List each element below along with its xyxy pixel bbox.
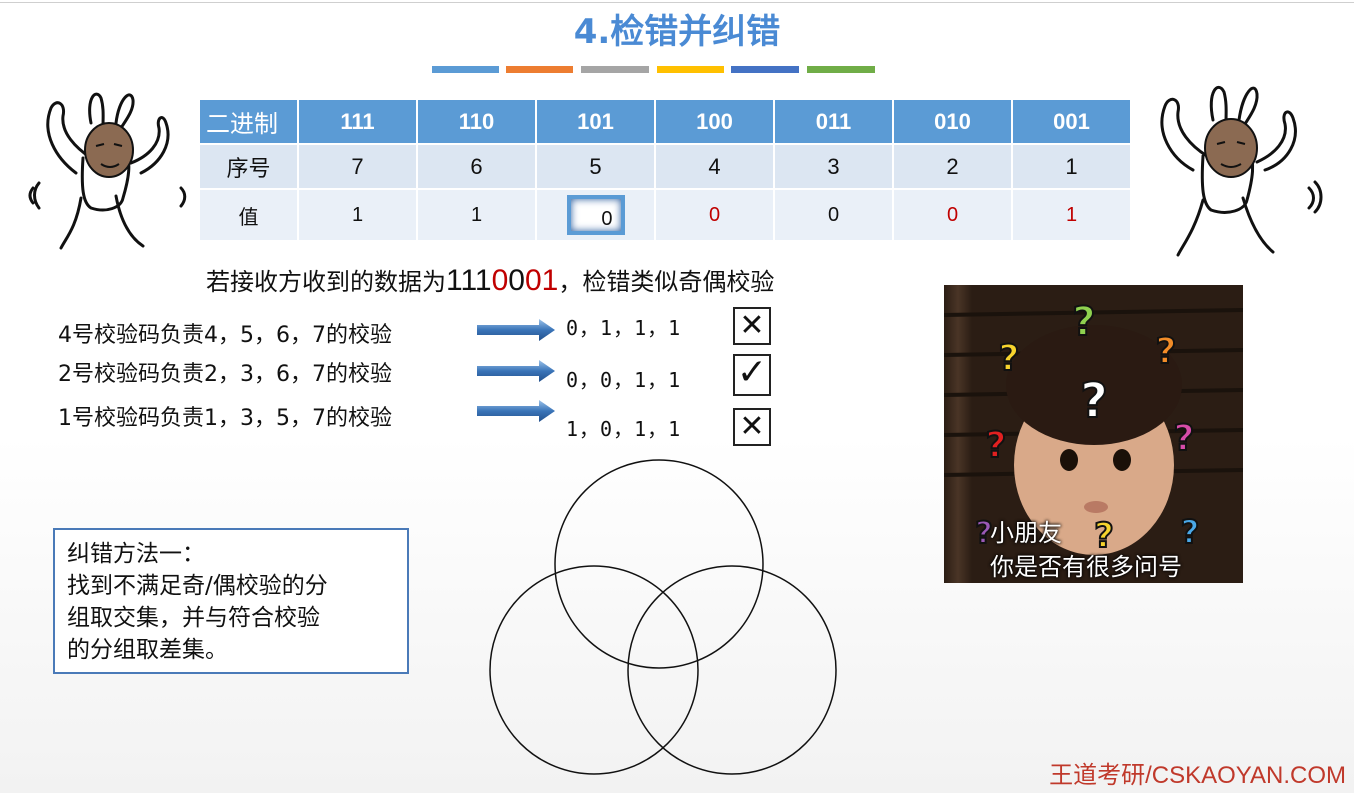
venn-circle-top — [554, 459, 764, 669]
color-bar-2 — [506, 66, 573, 73]
footer-credit: 王道考研/CSKAOYAN.COM — [1049, 762, 1346, 789]
color-bar-1 — [432, 66, 499, 73]
top-border — [0, 2, 1354, 3]
svg-text:?: ? — [1181, 513, 1200, 551]
binary-cell: 010 — [894, 100, 1011, 143]
received-bits-black-2: 0 — [508, 264, 525, 297]
binary-cell: 101 — [537, 100, 654, 143]
photo-caption-line-2: 你是否有很多问号 — [990, 553, 1182, 581]
check-icon: ✓ — [733, 354, 771, 396]
method-line-1: 纠错方法一： — [67, 541, 205, 567]
index-cell: 7 — [299, 145, 416, 188]
venn-diagram — [489, 459, 837, 775]
received-prefix: 若接收方收到的数据为 — [206, 268, 446, 296]
value-cell: 0 — [775, 190, 892, 240]
received-data-line: 若接收方收到的数据为1110001，检错类似奇偶校验 — [206, 262, 774, 298]
correction-method-box: 纠错方法一： 找到不满足奇/偶校验的分 组取交集，并与符合校验 的分组取差集。 — [53, 528, 409, 674]
value-cell: 1 — [299, 190, 416, 240]
check-label-2: 2号校验码负责2，3，6，7的校验 — [58, 362, 392, 387]
binary-cell: 100 — [656, 100, 773, 143]
color-bar-4 — [657, 66, 724, 73]
photo-caption-line-1: 小朋友 — [990, 519, 1062, 547]
value-cell: 1 — [418, 190, 535, 240]
arrow-right-icon — [477, 400, 555, 422]
binary-cell: 001 — [1013, 100, 1130, 143]
svg-text:?: ? — [986, 425, 1007, 466]
received-suffix: ，检错类似奇偶校验 — [558, 268, 775, 296]
received-bits-black: 111 — [446, 264, 492, 297]
method-line-3: 组取交集，并与符合校验 — [67, 605, 320, 631]
row-label-value: 值 — [200, 190, 297, 240]
check-sequence-1: 1，0，1，1 — [566, 417, 682, 441]
row-label-index: 序号 — [200, 145, 297, 188]
slide-title: 4.检错并纠错 — [573, 12, 781, 52]
binary-cell: 011 — [775, 100, 892, 143]
index-cell: 2 — [894, 145, 1011, 188]
binary-cell: 110 — [418, 100, 535, 143]
row-label-binary: 二进制 — [200, 100, 297, 143]
svg-text:?: ? — [1080, 373, 1108, 429]
table-row-values: 值 1 1 0 0 0 0 1 — [200, 190, 1130, 240]
check-sequence-4: 0，1，1，1 — [566, 316, 682, 340]
index-cell: 3 — [775, 145, 892, 188]
check-label-1: 1号校验码负责1，3，5，7的校验 — [58, 406, 392, 431]
svg-text:?: ? — [1174, 418, 1195, 459]
highlighted-value-box: 0 — [566, 195, 625, 235]
received-bits-red-2: 01 — [524, 264, 559, 297]
venn-circle-right — [627, 565, 837, 775]
svg-text:?: ? — [1156, 331, 1177, 372]
left-meme-image — [21, 78, 199, 256]
svg-text:?: ? — [999, 338, 1020, 379]
index-cell: 6 — [418, 145, 535, 188]
venn-circle-left — [489, 565, 699, 775]
value-cell: 1 — [1013, 190, 1130, 240]
value-cell-highlighted: 0 — [537, 190, 654, 240]
method-line-2: 找到不满足奇/偶校验的分 — [67, 573, 328, 599]
table-row-index: 序号 7 6 5 4 3 2 1 — [200, 145, 1130, 188]
table-row-binary: 二进制 111 110 101 100 011 010 001 — [200, 100, 1130, 143]
question-marks-photo: ? ? ? ? ? ? ? ? ? 小朋友 你是否有很多问号 — [944, 285, 1243, 583]
value-cell: 0 — [894, 190, 1011, 240]
svg-text:?: ? — [1094, 516, 1114, 556]
arrow-right-icon — [477, 360, 555, 382]
svg-text:?: ? — [975, 516, 992, 551]
index-cell: 5 — [537, 145, 654, 188]
right-meme-image — [1133, 70, 1329, 266]
svg-text:?: ? — [1072, 299, 1095, 345]
cross-icon: ✕ — [733, 408, 771, 446]
arrow-right-icon — [477, 319, 555, 341]
check-label-4: 4号校验码负责4，5，6，7的校验 — [58, 323, 392, 348]
hamming-table: 二进制 111 110 101 100 011 010 001 序号 7 6 5… — [198, 98, 1132, 242]
color-bar-3 — [581, 66, 649, 73]
index-cell: 4 — [656, 145, 773, 188]
color-bar-5 — [731, 66, 799, 73]
received-bits-red: 0 — [491, 264, 509, 297]
index-cell: 1 — [1013, 145, 1130, 188]
value-cell: 0 — [656, 190, 773, 240]
binary-cell: 111 — [299, 100, 416, 143]
check-sequence-2: 0，0，1，1 — [566, 368, 682, 392]
method-line-4: 的分组取差集。 — [67, 637, 228, 663]
color-bar-6 — [807, 66, 875, 73]
cross-icon: ✕ — [733, 307, 771, 345]
